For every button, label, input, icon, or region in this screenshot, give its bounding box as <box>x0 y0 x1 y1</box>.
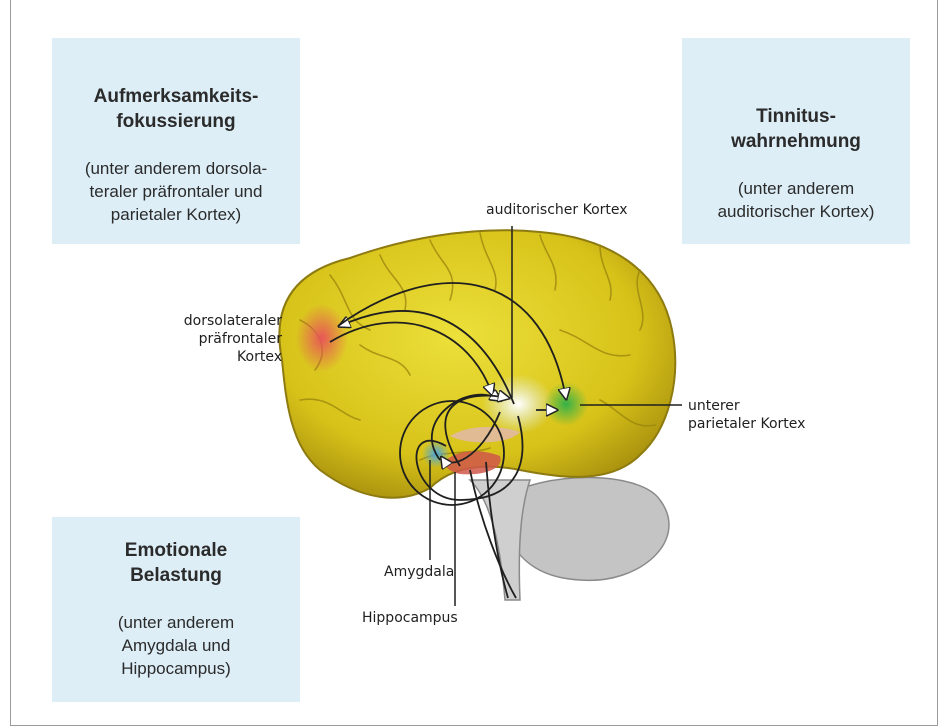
emotional-distress-box: Emotionale Belastung (unter anderem Amyg… <box>52 517 300 702</box>
auditory-cortex-label: auditorischer Kortex <box>486 201 628 219</box>
hippocampus-label: Hippocampus <box>362 609 458 627</box>
parietal-label-line2: parietaler Kortex <box>688 415 805 433</box>
attention-desc-line1: (unter anderem dorsola- <box>52 157 300 180</box>
attention-title-line1: Aufmerksamkeits- <box>52 84 300 109</box>
tinnitus-desc-line1: (unter anderem <box>682 177 910 200</box>
attention-desc-line3: parietaler Kortex) <box>52 203 300 226</box>
emotion-desc-line1: (unter anderem <box>52 611 300 634</box>
parietal-cortex-label: unterer parietaler Kortex <box>688 397 805 433</box>
emotion-desc-line2: Amygdala und <box>52 634 300 657</box>
tinnitus-perception-box: Tinnitus- wahrnehmung (unter anderem aud… <box>682 38 910 244</box>
dlpfc-label-line2: präfrontaler Kortex <box>158 330 282 366</box>
emotion-title-line2: Belastung <box>52 563 300 588</box>
attention-title-line2: fokussierung <box>52 109 300 134</box>
tinnitus-desc-line2: auditorischer Kortex) <box>682 200 910 223</box>
tinnitus-title-line1: Tinnitus- <box>682 104 910 129</box>
emotion-title-line1: Emotionale <box>52 538 300 563</box>
emotion-desc-line3: Hippocampus) <box>52 657 300 680</box>
tinnitus-title-line2: wahrnehmung <box>682 129 910 154</box>
attention-desc-line2: teraler präfrontaler und <box>52 180 300 203</box>
dlpfc-region <box>296 304 348 372</box>
parietal-region <box>544 382 588 426</box>
dlpfc-label: dorsolateraler präfrontaler Kortex <box>158 312 282 366</box>
amygdala-label: Amygdala <box>384 563 454 581</box>
attention-focus-box: Aufmerksamkeits- fokussierung (unter and… <box>52 38 300 244</box>
dlpfc-label-line1: dorsolateraler <box>158 312 282 330</box>
parietal-label-line1: unterer <box>688 397 805 415</box>
auditory-region <box>482 374 554 434</box>
